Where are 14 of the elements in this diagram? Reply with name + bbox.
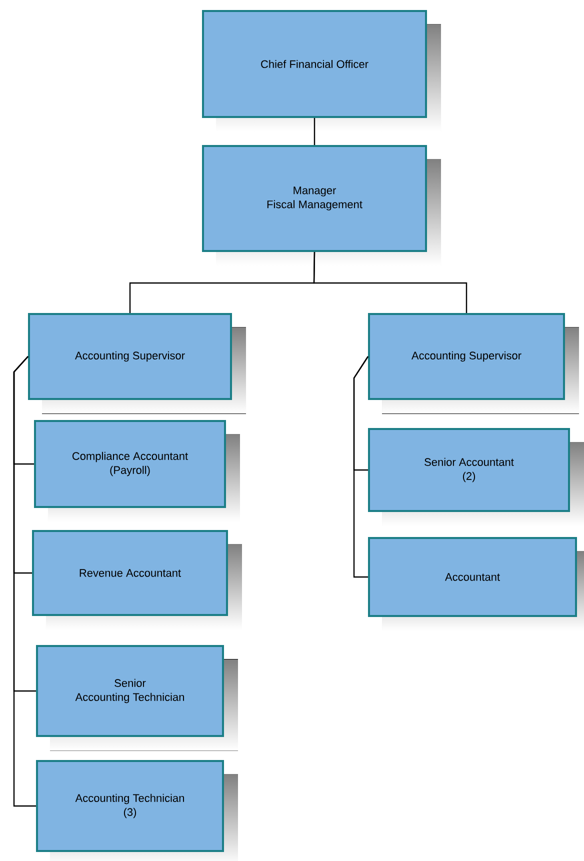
position-box: Accounting Supervisor bbox=[368, 313, 579, 414]
position-box: Accounting Technician (3) bbox=[36, 760, 238, 861]
connector-line bbox=[313, 252, 468, 313]
connector-line bbox=[314, 118, 316, 145]
connector-line bbox=[353, 356, 368, 578]
position-box: Manager Fiscal Management bbox=[202, 145, 441, 266]
position-box: Senior Accounting Technician bbox=[36, 645, 238, 751]
position-box: Accounting Supervisor bbox=[28, 313, 246, 414]
position-box: Chief Financial Officer bbox=[202, 10, 441, 132]
connector-line bbox=[13, 356, 36, 807]
position-box: Accountant bbox=[368, 537, 584, 631]
position-box: Compliance Accountant (Payroll) bbox=[34, 420, 240, 522]
position-box: Senior Accountant (2) bbox=[368, 428, 584, 526]
position-box: Revenue Accountant bbox=[32, 530, 242, 630]
